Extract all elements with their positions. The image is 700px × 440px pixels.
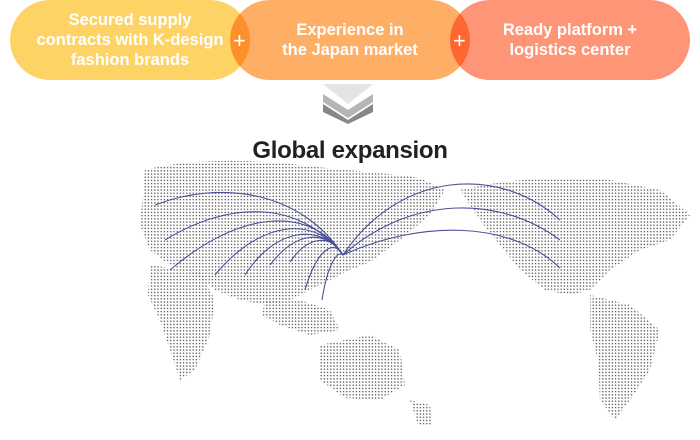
arc — [154, 191, 344, 256]
step-platform-logistics: Ready platform + logistics center — [450, 0, 690, 80]
plus-icon: + — [453, 28, 466, 53]
arc — [342, 207, 561, 256]
step-supply-contracts: Secured supply contracts with K-design f… — [10, 0, 250, 80]
arc — [342, 229, 561, 269]
expansion-arcs — [154, 183, 561, 301]
arc — [321, 253, 344, 301]
page-title: Global expansion — [252, 137, 448, 164]
arc — [164, 211, 344, 256]
continents-dotted — [140, 160, 690, 425]
down-chevrons-icon — [323, 84, 373, 124]
plus-icon: + — [233, 28, 246, 53]
arc — [169, 220, 344, 271]
step-japan-experience: Experience in the Japan market — [230, 0, 470, 80]
arc — [304, 247, 344, 291]
arc — [342, 183, 561, 256]
